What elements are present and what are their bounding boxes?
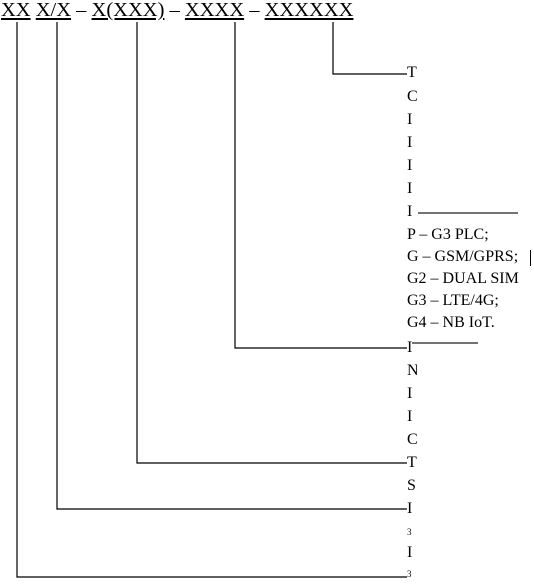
truncated-text-10: I (407, 385, 413, 402)
truncated-text-7: I (407, 203, 413, 220)
code-segment-3: X(XXX) (91, 0, 165, 21)
clipped-text-fragment-1 (418, 212, 518, 214)
truncated-text-12: C (407, 431, 417, 448)
connector-segment-3 (136, 22, 407, 464)
truncated-text-13: T (407, 454, 417, 471)
code-segment-4: XXXX (184, 0, 245, 21)
comm-module-item: G4 – NB IoT. (407, 314, 495, 331)
truncated-text-15: I (407, 500, 413, 517)
truncated-text-6: I (407, 180, 413, 197)
connector-segment-5 (332, 22, 407, 75)
truncated-text-8: I (407, 339, 413, 356)
truncated-text-2: C (407, 88, 417, 105)
model-code: XX X/X – X(XXX) – XXXX – XXXXXX (1, 0, 353, 22)
comm-module-item: G – GSM/GPRS; (407, 248, 519, 265)
connector-segment-1 (16, 22, 407, 578)
cursor-bar (530, 250, 531, 266)
comm-module-list: P – G3 PLC; G – GSM/GPRS; G2 – DUAL SIM … (407, 224, 519, 334)
truncated-text-17: I (407, 544, 413, 561)
truncated-text-16: 3 (407, 527, 412, 537)
code-segment-5: XXXXXX (264, 0, 354, 21)
comm-module-item: G2 – DUAL SIM (407, 270, 519, 287)
truncated-text-9: N (407, 362, 417, 379)
code-separator-2: – (164, 0, 185, 21)
code-separator-3: – (244, 0, 265, 21)
truncated-text-11: I (407, 408, 413, 425)
truncated-text-4: I (407, 134, 413, 151)
code-separator-1: – (71, 0, 92, 21)
truncated-text-1: T (407, 64, 417, 81)
comm-module-item: G3 – LTE/4G; (407, 292, 499, 309)
clipped-text-fragment-2 (412, 342, 478, 344)
code-segment-1: XX (1, 0, 31, 21)
truncated-text-14: S (407, 477, 416, 494)
comm-module-item: P – G3 PLC; (407, 226, 489, 243)
connector-segment-2 (56, 22, 407, 510)
truncated-text-5: I (407, 157, 413, 174)
truncated-text-18: 3 (407, 569, 412, 579)
connector-segment-4 (234, 22, 407, 349)
truncated-text-3: I (407, 111, 413, 128)
code-segment-2: X/X (35, 0, 72, 21)
